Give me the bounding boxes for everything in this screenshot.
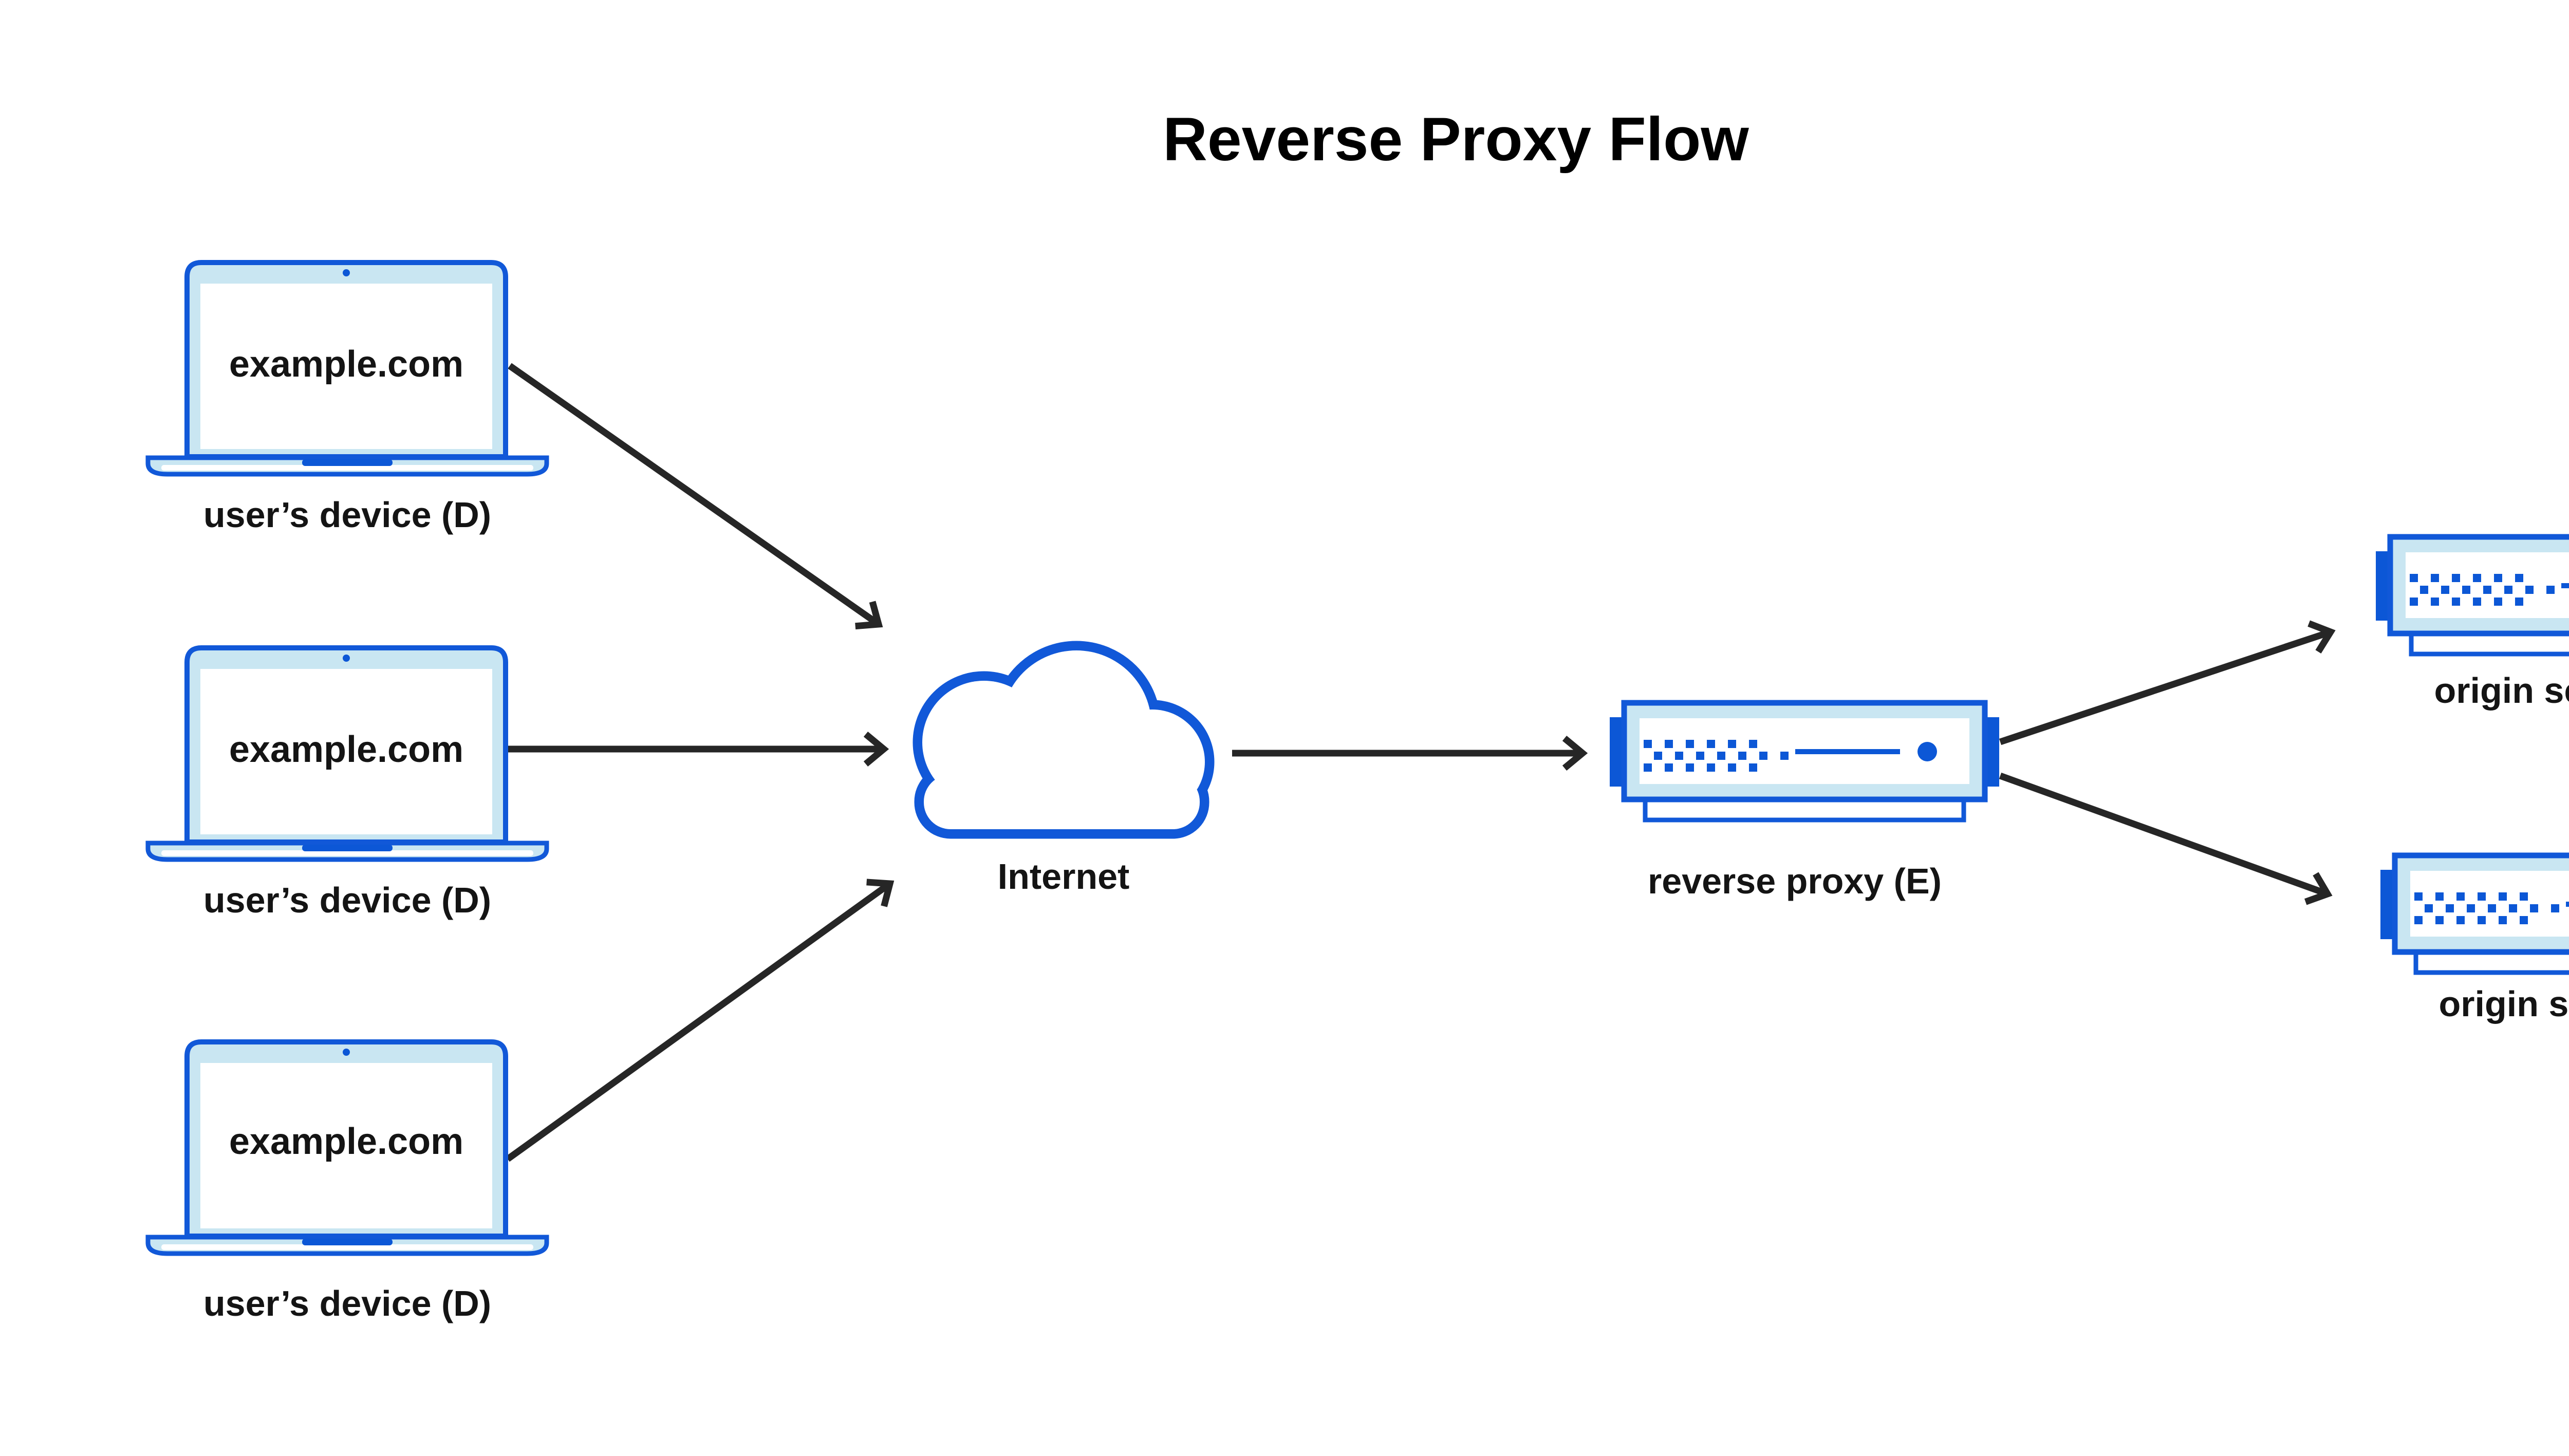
arrow-proxy-to-origin2 — [1999, 772, 2333, 905]
internet-label: Internet — [997, 856, 1130, 897]
device2-label: user’s device (D) — [203, 880, 492, 920]
device3-screen-text: example.com — [229, 1121, 464, 1162]
device3-label: user’s device (D) — [203, 1283, 492, 1323]
page-title: Reverse Proxy Flow — [1163, 105, 1749, 174]
device1-screen-text: example.com — [229, 344, 464, 385]
reverse-proxy-server-icon — [1610, 703, 1999, 820]
origin-server1-label: origin server (F) — [2434, 670, 2569, 711]
arrow-device1-to-internet — [508, 363, 883, 630]
origin-server2-label: origin server (F) — [2438, 984, 2569, 1024]
reverse-proxy-label: reverse proxy (E) — [1648, 861, 1942, 901]
internet-cloud-icon — [913, 641, 1215, 839]
device1-label: user’s device (D) — [203, 495, 492, 535]
arrow-proxy-to-origin1 — [1999, 620, 2336, 745]
device2-screen-text: example.com — [229, 729, 464, 770]
origin-server-icon-1 — [2376, 537, 2569, 654]
arrow-device3-to-internet — [506, 879, 895, 1162]
origin-server-icon-2 — [2380, 855, 2569, 973]
